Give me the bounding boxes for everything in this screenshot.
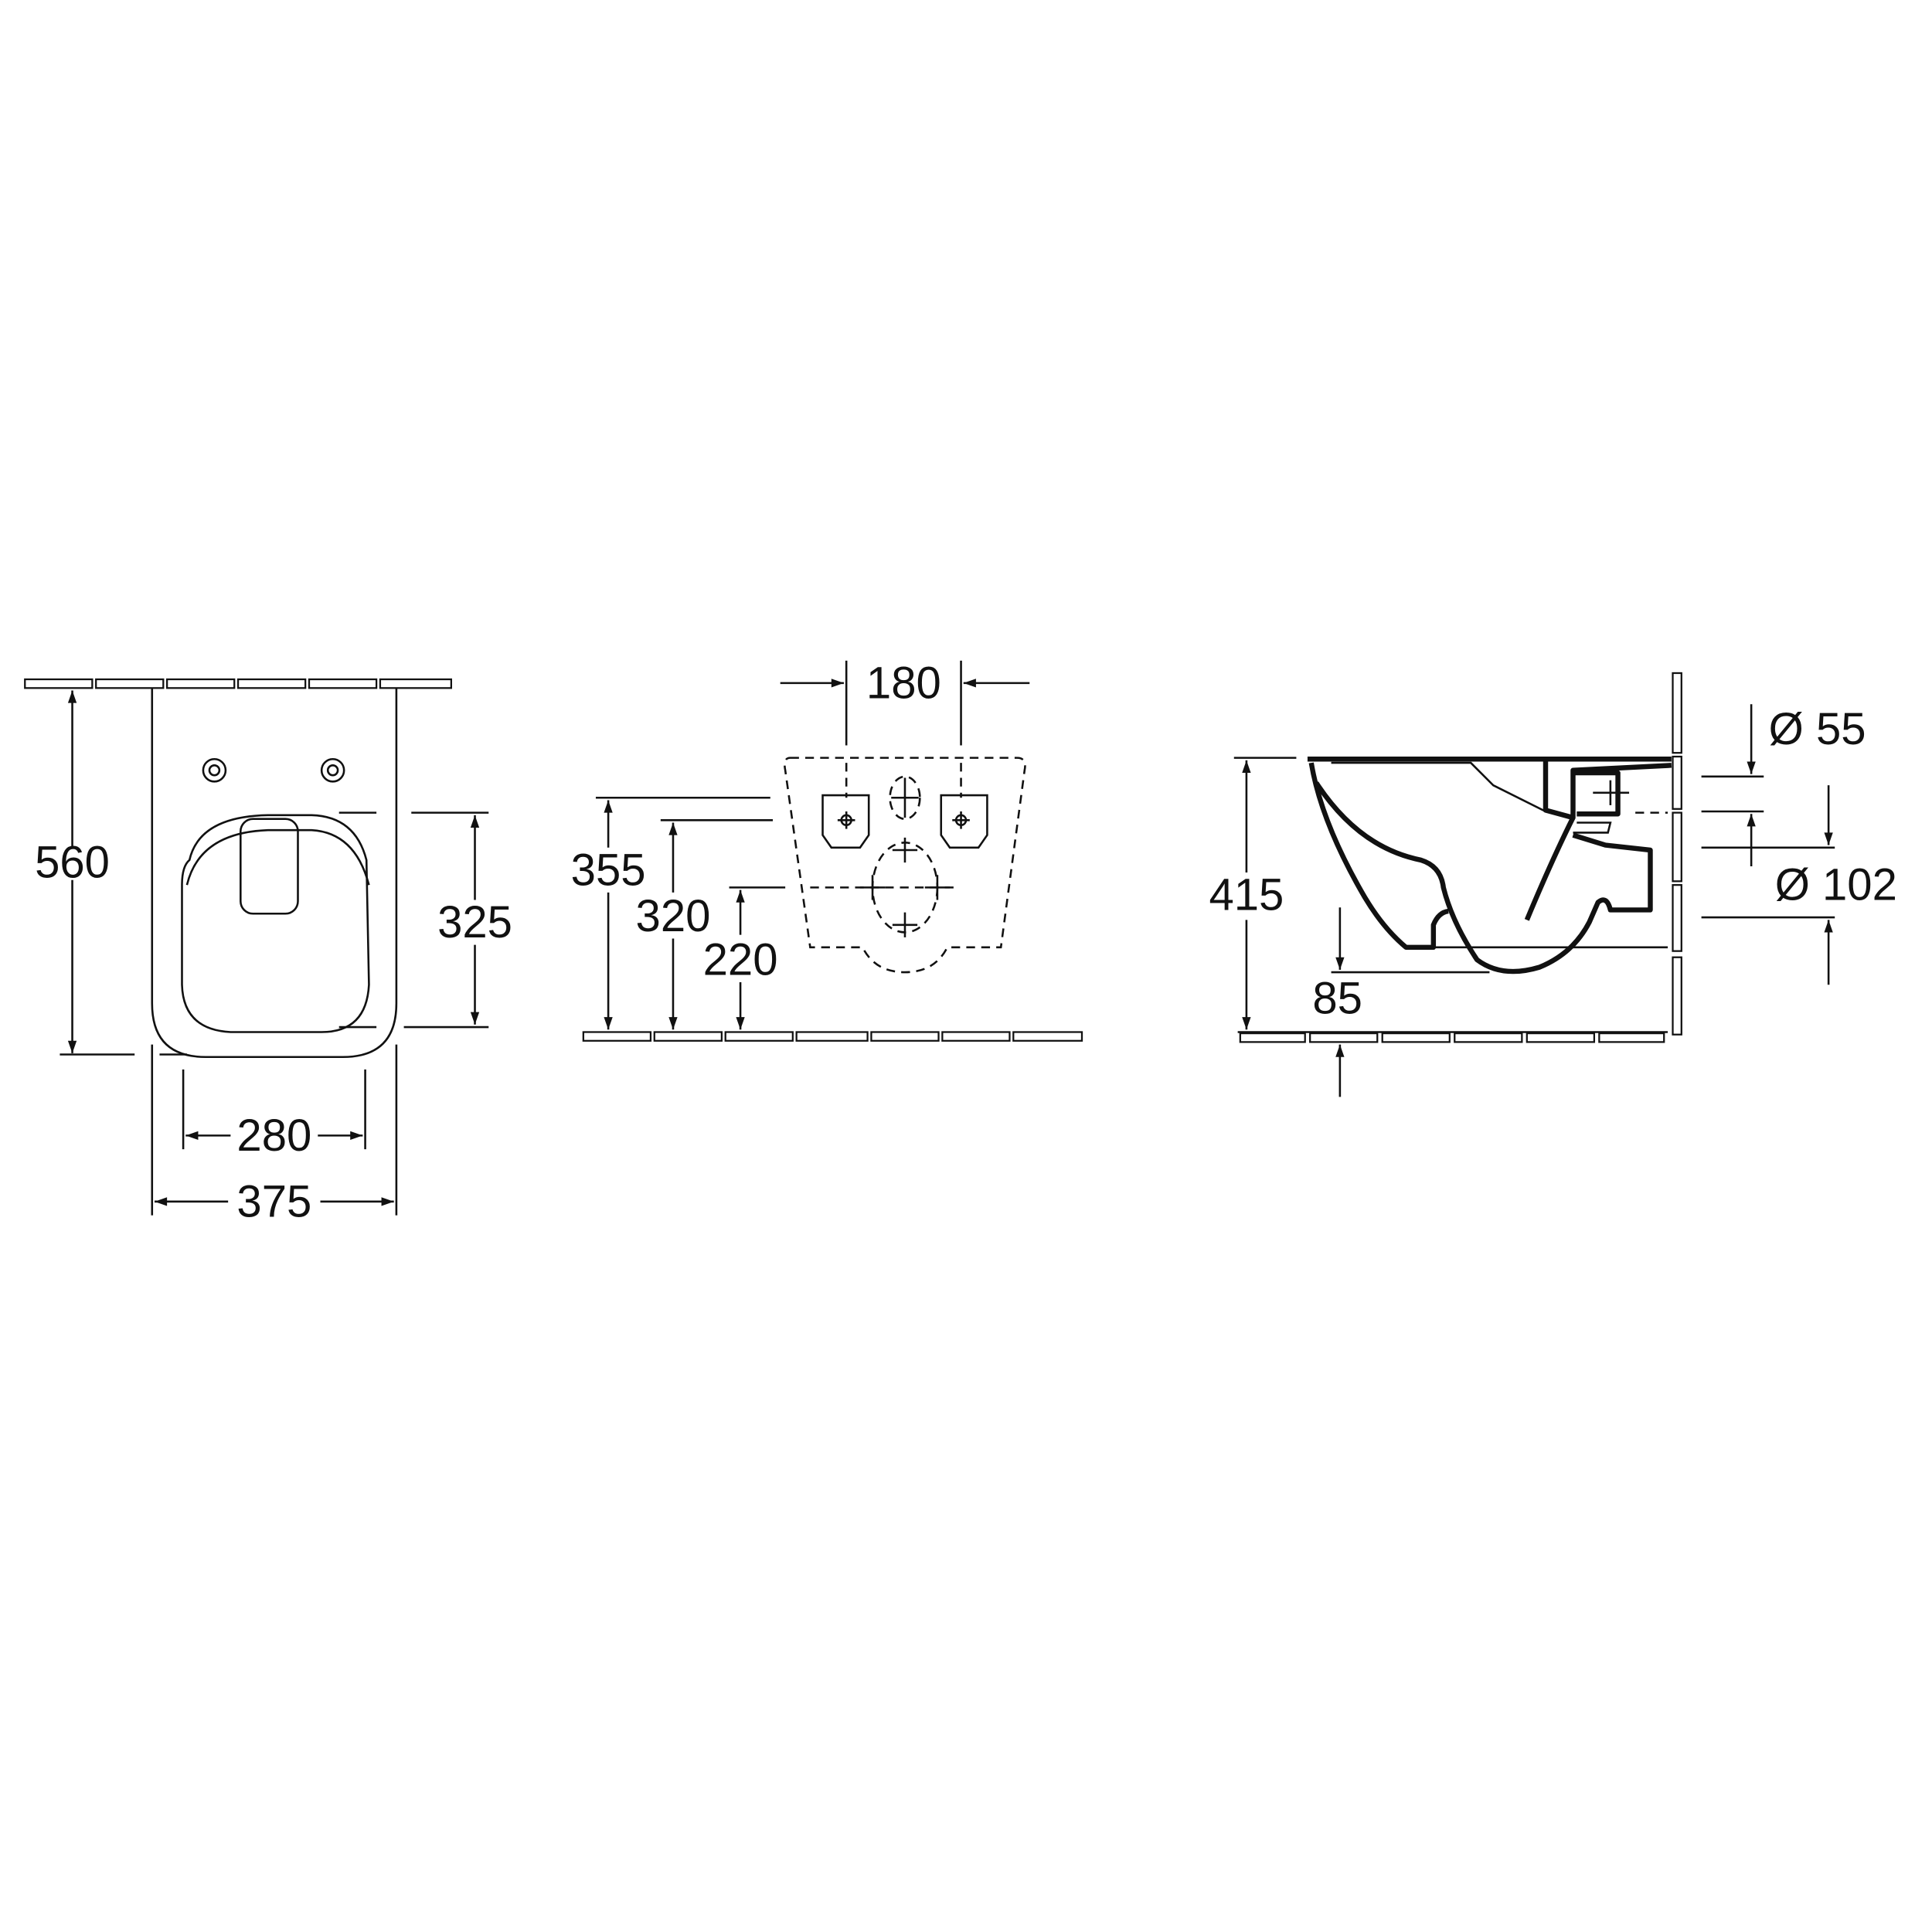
rear-view: 180 355 320 220 (571, 658, 1083, 1042)
hidden-outline (784, 757, 1026, 974)
dimension-height-bolt-holes: 320 (636, 891, 711, 941)
outlet-pipe-marker (810, 837, 954, 937)
dimension-height-pipe: 220 (703, 934, 778, 985)
lid-recess (240, 818, 299, 915)
side-view: 415 85 Ø 55 Ø 102 (1209, 672, 1897, 1097)
front-view: 560 325 280 375 (24, 678, 512, 1226)
dimension-overall-height: 415 (1209, 870, 1284, 920)
dimension-height-top: 355 (571, 845, 646, 895)
dimension-outlet-diameter: Ø 102 (1775, 860, 1897, 910)
inlet-pipe-marker (889, 775, 921, 820)
toilet-side-profile (1307, 757, 1672, 975)
seat-inner-line (185, 828, 370, 886)
dimension-inner-width: 280 (236, 1111, 311, 1161)
dimension-seat-length: 325 (437, 897, 512, 947)
dimension-inlet-diameter: Ø 55 (1769, 704, 1866, 754)
dimension-overall-width: 375 (236, 1176, 311, 1226)
fixing-lug-right (940, 794, 988, 849)
floor-bar (1237, 1031, 1668, 1043)
toilet-outline (151, 688, 398, 1059)
wall-bar (1672, 672, 1682, 1036)
fixing-lug-left (821, 794, 870, 849)
dimension-overall-depth: 560 (35, 838, 110, 888)
seat-outline (181, 814, 370, 1033)
wall-bar (24, 678, 452, 689)
seat-hinge-holes (202, 757, 345, 783)
floor-bar (582, 1031, 1083, 1042)
dimension-bolt-spacing: 180 (866, 658, 941, 708)
dimension-trap-clearance: 85 (1312, 973, 1362, 1023)
bolt-hole-marks (837, 811, 970, 829)
